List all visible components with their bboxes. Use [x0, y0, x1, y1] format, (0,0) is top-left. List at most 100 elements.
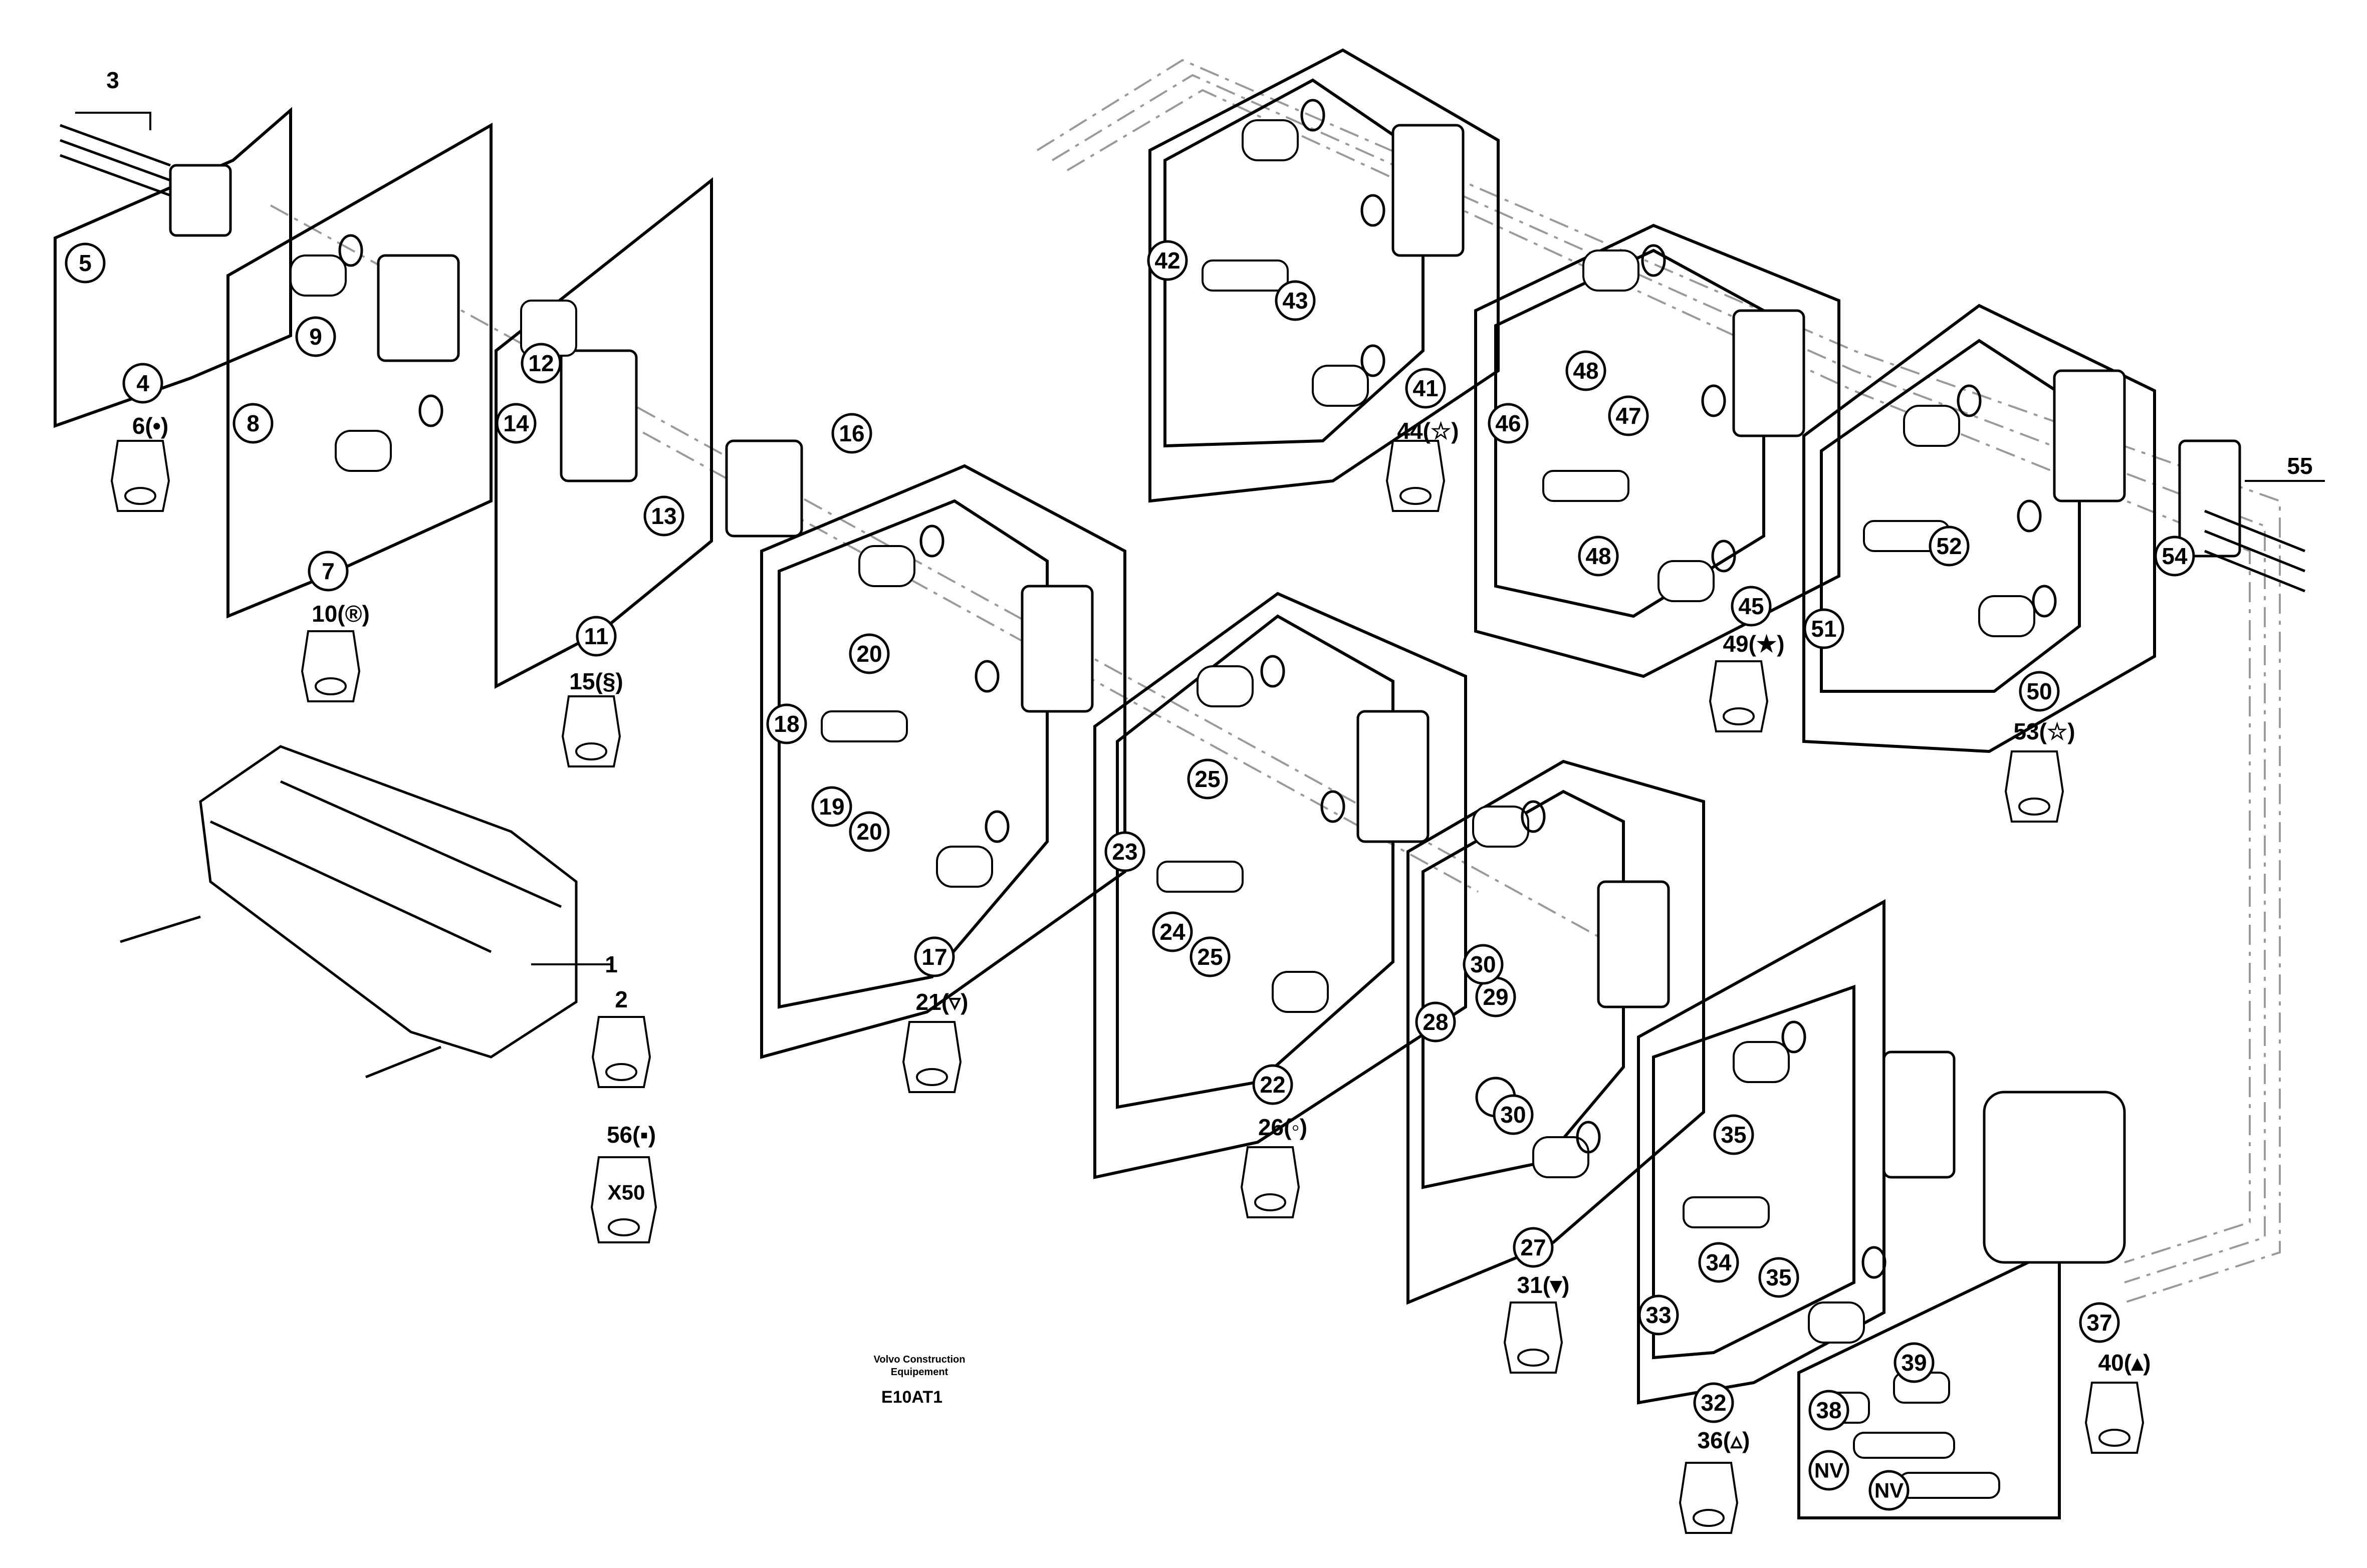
valve-body-11	[560, 349, 638, 482]
kit-bag-15	[561, 695, 621, 767]
callout-13: 13	[651, 503, 676, 529]
valve-body-50	[2053, 369, 2126, 502]
callout-38: 38	[1816, 1397, 1841, 1423]
callout-35: 35	[1721, 1122, 1746, 1148]
callout-22: 22	[1260, 1072, 1285, 1098]
kit-bag-2	[591, 1016, 651, 1088]
kit-label-10: 10(®)	[312, 601, 370, 627]
group-frames	[54, 48, 2156, 1519]
callout-20: 20	[856, 641, 882, 667]
callout-51: 51	[1811, 616, 1836, 642]
valve-body-41	[1391, 124, 1465, 257]
frame-4	[54, 107, 292, 428]
callout-18: 18	[774, 711, 799, 737]
assembled-valve	[199, 745, 578, 1059]
frame-11	[495, 177, 713, 689]
callout-11: 11	[584, 623, 609, 649]
valve-body-27	[1597, 880, 1670, 1008]
callout-nv-2: NV	[1874, 1479, 1904, 1502]
callout-43: 43	[1282, 288, 1308, 314]
callout-circles	[65, 240, 2195, 1511]
kit-bag-36	[1679, 1462, 1739, 1534]
callout-45: 45	[1738, 593, 1764, 619]
drawing-code: E10AT1	[881, 1388, 942, 1407]
kit-label-31: 31(▾)	[1517, 1272, 1570, 1298]
callout-20b: 20	[856, 819, 882, 845]
callout-23: 23	[1112, 839, 1137, 865]
kit-label-6: 6(•)	[132, 413, 168, 439]
callout-48b: 48	[1585, 543, 1611, 569]
kit-bag-21	[902, 1021, 962, 1093]
callout-48: 48	[1573, 358, 1598, 384]
frame-41	[1148, 48, 1500, 503]
kit-bag-44	[1385, 440, 1446, 512]
frame-28	[1422, 790, 1625, 1189]
callout-25: 25	[1195, 766, 1220, 792]
kit-labels: 6(•) 10(®) 15(§) 21(▿) 26(◦) 31(▾) 36(▵)…	[132, 413, 2151, 1453]
frame-51	[1820, 339, 2081, 693]
kit-label-53: 53(☆)	[2013, 718, 2075, 744]
callout-19: 19	[819, 794, 844, 820]
kit-label-40: 40(▴)	[2098, 1350, 2151, 1376]
callout-29: 29	[1483, 984, 1508, 1010]
frame-18	[778, 499, 1049, 1009]
callout-30: 30	[1470, 951, 1496, 977]
kit-bag-6	[110, 440, 170, 512]
valve-body-17	[1021, 585, 1094, 713]
valve-body-32	[1882, 1051, 1956, 1179]
kit-bag-49	[1709, 660, 1769, 732]
kit-label-36: 36(▵)	[1698, 1427, 1750, 1453]
kit-bag-26	[1240, 1146, 1300, 1218]
valve-body-16	[725, 439, 803, 538]
callout-8: 8	[247, 410, 260, 436]
valve-body-endplate	[2178, 439, 2241, 558]
kit-bag-31	[1503, 1301, 1563, 1374]
frame-27	[1406, 759, 1705, 1305]
frame-7	[226, 122, 493, 619]
callout-4: 4	[136, 370, 149, 396]
frame-37	[1797, 1245, 2061, 1519]
callout-nv-1: NV	[1814, 1459, 1843, 1482]
kit-label-56: 56(▪)	[607, 1122, 656, 1148]
kit-label-49: 49(★)	[1723, 631, 1784, 657]
callout-28: 28	[1423, 1009, 1448, 1035]
frame-23	[1116, 614, 1394, 1109]
frame-22	[1093, 592, 1467, 1179]
callout-39: 39	[1901, 1350, 1927, 1376]
callout-12: 12	[528, 350, 554, 376]
callout-17: 17	[921, 944, 947, 970]
valve-bodies	[169, 124, 2241, 1264]
callout-54: 54	[2162, 543, 2188, 569]
brand-line-1: Volvo Construction	[874, 1354, 966, 1365]
kit-bag-40	[2084, 1382, 2145, 1454]
callout-37: 37	[2086, 1310, 2112, 1336]
callout-46: 46	[1495, 410, 1521, 436]
callout-labels: 1 2 3 4 5 7 8 9 11 12 13 14 16 17 18 19 …	[79, 67, 2312, 1502]
callout-32: 32	[1701, 1390, 1726, 1416]
kit-bag-53	[2004, 750, 2064, 823]
callout-9: 9	[309, 324, 322, 350]
callout-5: 5	[79, 250, 92, 276]
callout-7: 7	[322, 558, 335, 584]
kit-bag-rings	[124, 487, 2131, 1527]
callout-24: 24	[1159, 919, 1186, 945]
kit-label-x50: X50	[608, 1181, 645, 1204]
frame-42	[1163, 78, 1425, 448]
valve-body-inlet	[169, 164, 232, 237]
callout-16: 16	[839, 420, 864, 446]
valve-body-45	[1732, 309, 1805, 437]
frame-32	[1637, 899, 1885, 1405]
kit-bag-56	[590, 1156, 657, 1243]
valve-body-22	[1356, 710, 1430, 843]
callout-27: 27	[1520, 1234, 1546, 1260]
callout-34: 34	[1706, 1249, 1732, 1275]
spools-and-solenoids	[290, 119, 2035, 1499]
frame-46	[1494, 248, 1765, 618]
callout-55: 55	[2287, 453, 2312, 479]
callout-52: 52	[1936, 533, 1962, 559]
callout-3: 3	[106, 67, 119, 93]
kit-label-21: 21(▿)	[916, 989, 969, 1015]
footer: Volvo Construction Equipement E10AT1	[874, 1354, 966, 1407]
kit-label-26: 26(◦)	[1258, 1114, 1307, 1140]
callout-47: 47	[1615, 403, 1641, 429]
